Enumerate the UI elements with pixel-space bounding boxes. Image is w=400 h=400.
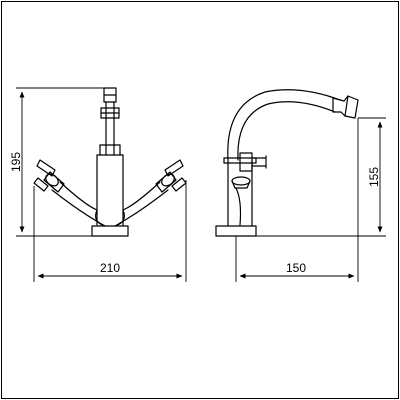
side-view — [215, 89, 359, 237]
front-spout — [100, 87, 120, 156]
width-side-label: 150 — [286, 261, 306, 275]
front-body — [96, 144, 124, 226]
height-right-label: 155 — [367, 167, 381, 187]
side-base — [215, 225, 257, 237]
front-right-handle — [155, 159, 187, 193]
dimension-width-front: 210 — [33, 180, 187, 282]
front-left-arm — [51, 181, 106, 227]
side-spout — [227, 89, 359, 161]
dimension-height-left: 195 — [9, 87, 104, 237]
front-left-handle — [33, 159, 65, 193]
width-front-label: 210 — [100, 261, 120, 275]
front-view — [33, 87, 187, 237]
front-base — [91, 225, 129, 237]
height-left-label: 195 — [9, 152, 23, 172]
front-right-arm — [114, 181, 169, 227]
side-handle — [231, 152, 267, 189]
dimension-width-side: 150 — [235, 118, 359, 282]
dimension-height-right: 155 — [256, 117, 386, 237]
